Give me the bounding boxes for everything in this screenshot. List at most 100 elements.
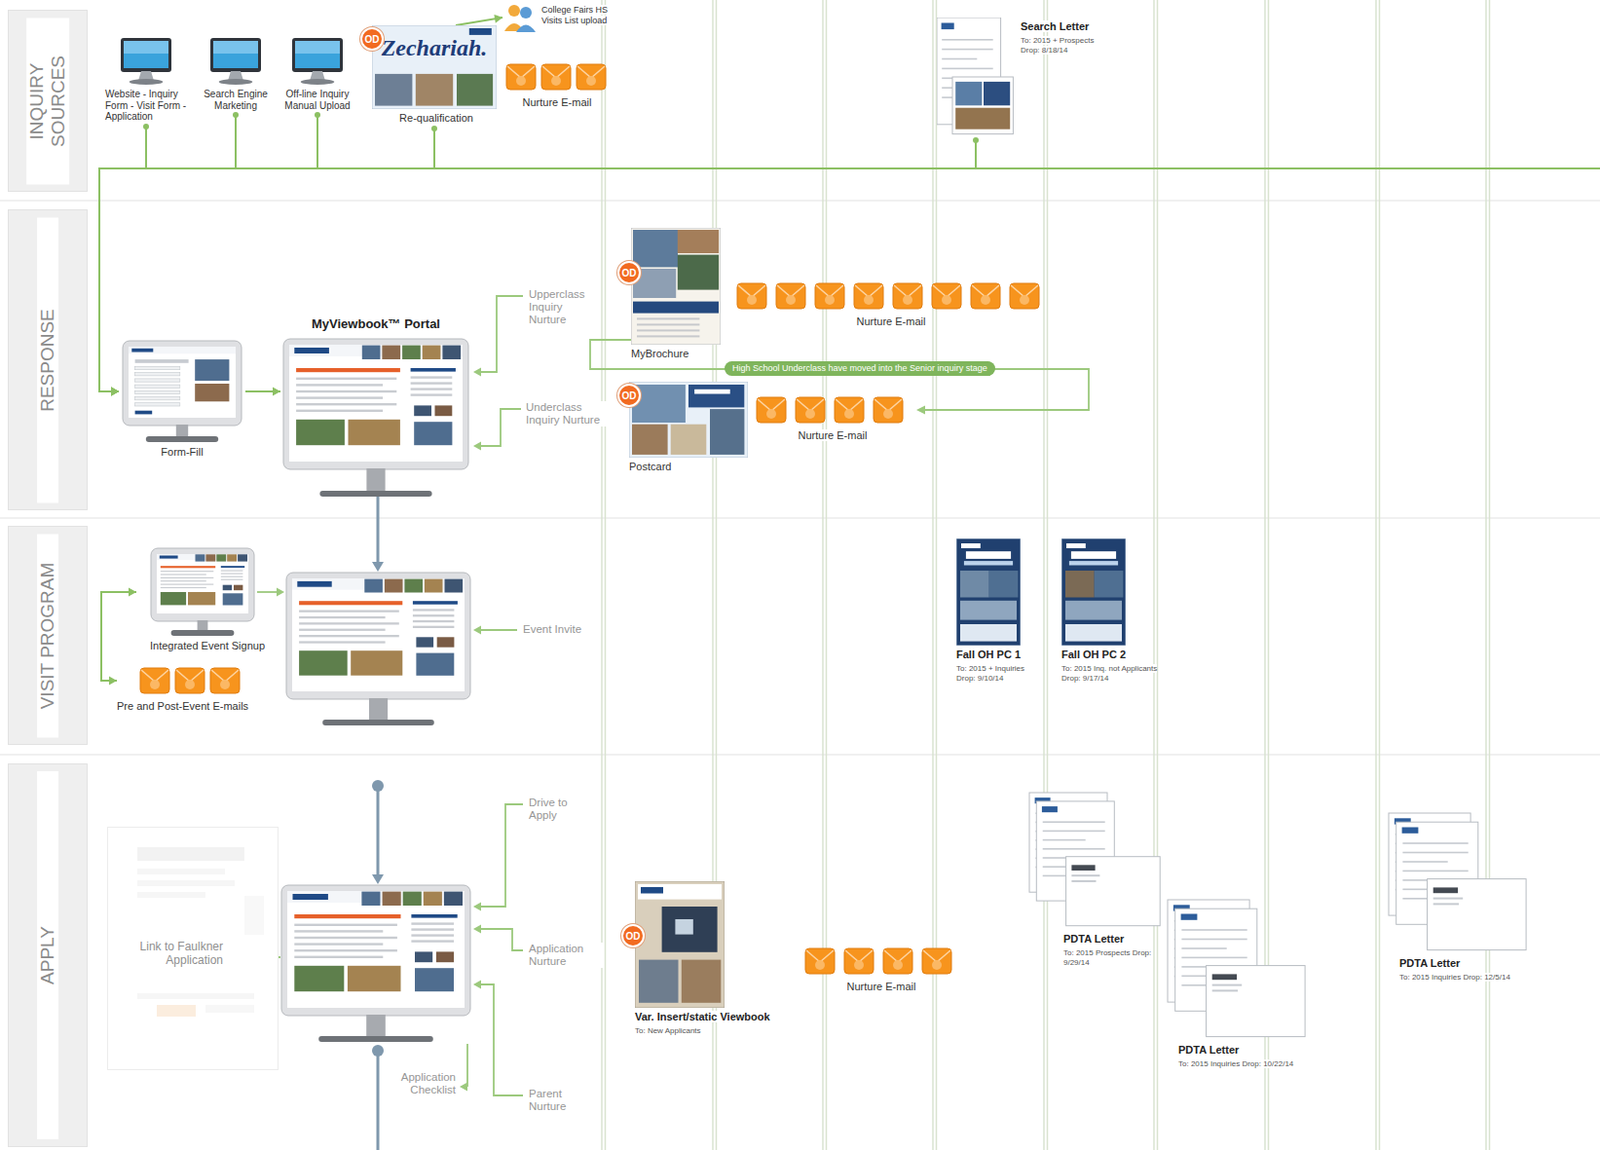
arrowhead	[109, 676, 117, 686]
illustration-frame	[121, 339, 243, 444]
connector-dot	[143, 123, 149, 130]
illustration	[280, 884, 472, 1043]
text-row: To: 2015 + Inquiries Drop: 9/10/14	[956, 664, 1035, 684]
node-detail: To: 2015 + Prospects Drop: 8/18/14	[1020, 36, 1094, 55]
illustration-frame	[1166, 898, 1308, 1042]
mail-piece: Fall OH PC 1To: 2015 + Inquiries Drop: 9…	[954, 538, 1035, 686]
illustration-frame	[956, 538, 1021, 646]
mail-piece: MyBrochureOD	[617, 227, 729, 363]
illustration-frame	[502, 1, 536, 34]
text-row: Integrated Event Signup	[136, 639, 279, 653]
node-detail: To: 2015 Prospects Drop: 9/29/14	[1063, 948, 1152, 968]
illustration-frame	[149, 547, 256, 637]
source-icon: Search Engine Marketing	[200, 37, 271, 113]
email-series: Nurture E-mail	[730, 279, 1052, 331]
text-row: Re-qualification	[372, 111, 501, 125]
od-badge: OD	[360, 27, 384, 51]
node-title: Nurture E-mail	[856, 315, 927, 328]
source-icon: Off-line Inquiry Manual Upload	[274, 37, 361, 113]
connector	[455, 14, 503, 26]
text-row: Nurture E-mail	[502, 96, 612, 110]
illustration-frame	[1061, 538, 1126, 646]
illustration-frame	[1028, 791, 1163, 931]
nurture-track-label: Upperclass Inquiry Nurture	[528, 288, 596, 328]
text-row: Postcard	[629, 460, 752, 474]
connector	[99, 111, 239, 397]
node-title: PDTA Letter	[1063, 932, 1124, 945]
text-row: Nurture E-mail	[800, 980, 963, 994]
connector-dot	[972, 137, 979, 144]
illustration	[956, 538, 1021, 646]
text-row: To: 2015 Prospects Drop: 9/29/14	[1063, 948, 1165, 968]
illustration-frame	[936, 17, 1015, 137]
mail-piece: Search LetterTo: 2015 + Prospects Drop: …	[936, 17, 1113, 139]
illustration	[631, 227, 721, 345]
text-row: Form-Fill	[118, 446, 246, 459]
illustration-frame	[138, 664, 244, 698]
badge-text: OD	[622, 390, 637, 402]
mail-piece: PDTA LetterTo: 2015 Prospects Drop: 9/29…	[1026, 791, 1165, 970]
screen: Integrated Event Signup	[136, 547, 279, 655]
portal-screen-illustration	[285, 571, 472, 727]
node-title: Form-Fill	[160, 446, 203, 458]
swimlane-header: RESPONSE	[7, 209, 88, 511]
text-row: Nurture E-mail	[730, 315, 1052, 329]
transition-banner: High School Underclass have moved into t…	[724, 361, 996, 376]
arrowhead	[111, 387, 119, 397]
illustration	[803, 944, 960, 978]
connector-line	[99, 112, 236, 392]
node-title: Website - Inquiry Form - Visit Form - Ap…	[105, 88, 187, 122]
node-detail: Re-qualification	[399, 111, 474, 124]
text-row: Fall OH PC 2	[1061, 648, 1177, 662]
illustration	[285, 571, 472, 727]
illustration-frame	[629, 381, 748, 458]
node-title: MyBrochure	[631, 347, 689, 360]
illustration-frame	[1387, 812, 1529, 955]
text-row: Website - Inquiry Form - Visit Form - Ap…	[105, 88, 187, 123]
track-label: Drive to Apply	[528, 796, 584, 822]
node-title: Pre and Post-Event E-mails	[116, 700, 249, 712]
portal-screen: MyViewbook™ Portal	[280, 313, 472, 500]
connector-line	[99, 138, 976, 392]
illustration-frame	[631, 227, 721, 345]
connector-dot	[232, 111, 239, 118]
lane-title: VISIT PROGRAM	[37, 533, 59, 738]
arrowhead	[111, 387, 119, 397]
text-row: To: 2015 Inquiries Drop: 10/22/14	[1178, 1059, 1311, 1070]
application-link-panel: Link to Faulkner Application	[107, 826, 279, 1071]
connector-line	[99, 126, 435, 392]
node-title: Off-line Inquiry Manual Upload	[284, 88, 350, 112]
email-series: Pre and Post-Event E-mails	[116, 664, 263, 715]
text-row: To: New Applicants	[634, 1026, 797, 1037]
text-row: PDTA Letter	[1178, 1043, 1311, 1057]
node-title: Var. Insert/static Viewbook	[634, 1010, 771, 1023]
arrowhead	[493, 14, 503, 24]
email-series: Nurture E-mail	[800, 944, 963, 996]
illustration-frame	[754, 393, 911, 427]
leader-arrowheads	[235, 368, 926, 1092]
illustration	[149, 547, 256, 637]
illustration	[1028, 791, 1163, 931]
node-title: Fall OH PC 2	[1061, 648, 1126, 661]
illustration	[119, 37, 173, 86]
illustration	[291, 37, 344, 86]
illustration-frame	[291, 37, 344, 86]
track-label: Event Invite	[522, 623, 582, 636]
text-row: Pre and Post-Event E-mails	[116, 700, 263, 713]
illustration	[629, 381, 748, 458]
timeline-grid	[601, 0, 1490, 1150]
lane-title: RESPONSE	[37, 217, 59, 503]
text-row: Nurture E-mail	[751, 429, 914, 443]
badge-text: OD	[626, 930, 641, 942]
node-detail: To: 2015 + Inquiries Drop: 9/10/14	[956, 664, 1025, 683]
text-row: MyBrochure	[631, 347, 729, 361]
od-badge: OD	[617, 383, 641, 408]
illustration-frame	[504, 60, 610, 94]
node-title: Search Engine Marketing	[203, 88, 268, 112]
node-detail: To: 2015 Inq. not Applicants Drop: 9/17/…	[1061, 664, 1157, 683]
node-title: College Fairs HS Visits List upload	[541, 4, 608, 26]
illustration	[1166, 898, 1308, 1042]
illustration-frame	[634, 881, 725, 1008]
node-title: Postcard	[629, 460, 671, 473]
lane-title: INQUIRY SOURCES	[26, 17, 70, 185]
